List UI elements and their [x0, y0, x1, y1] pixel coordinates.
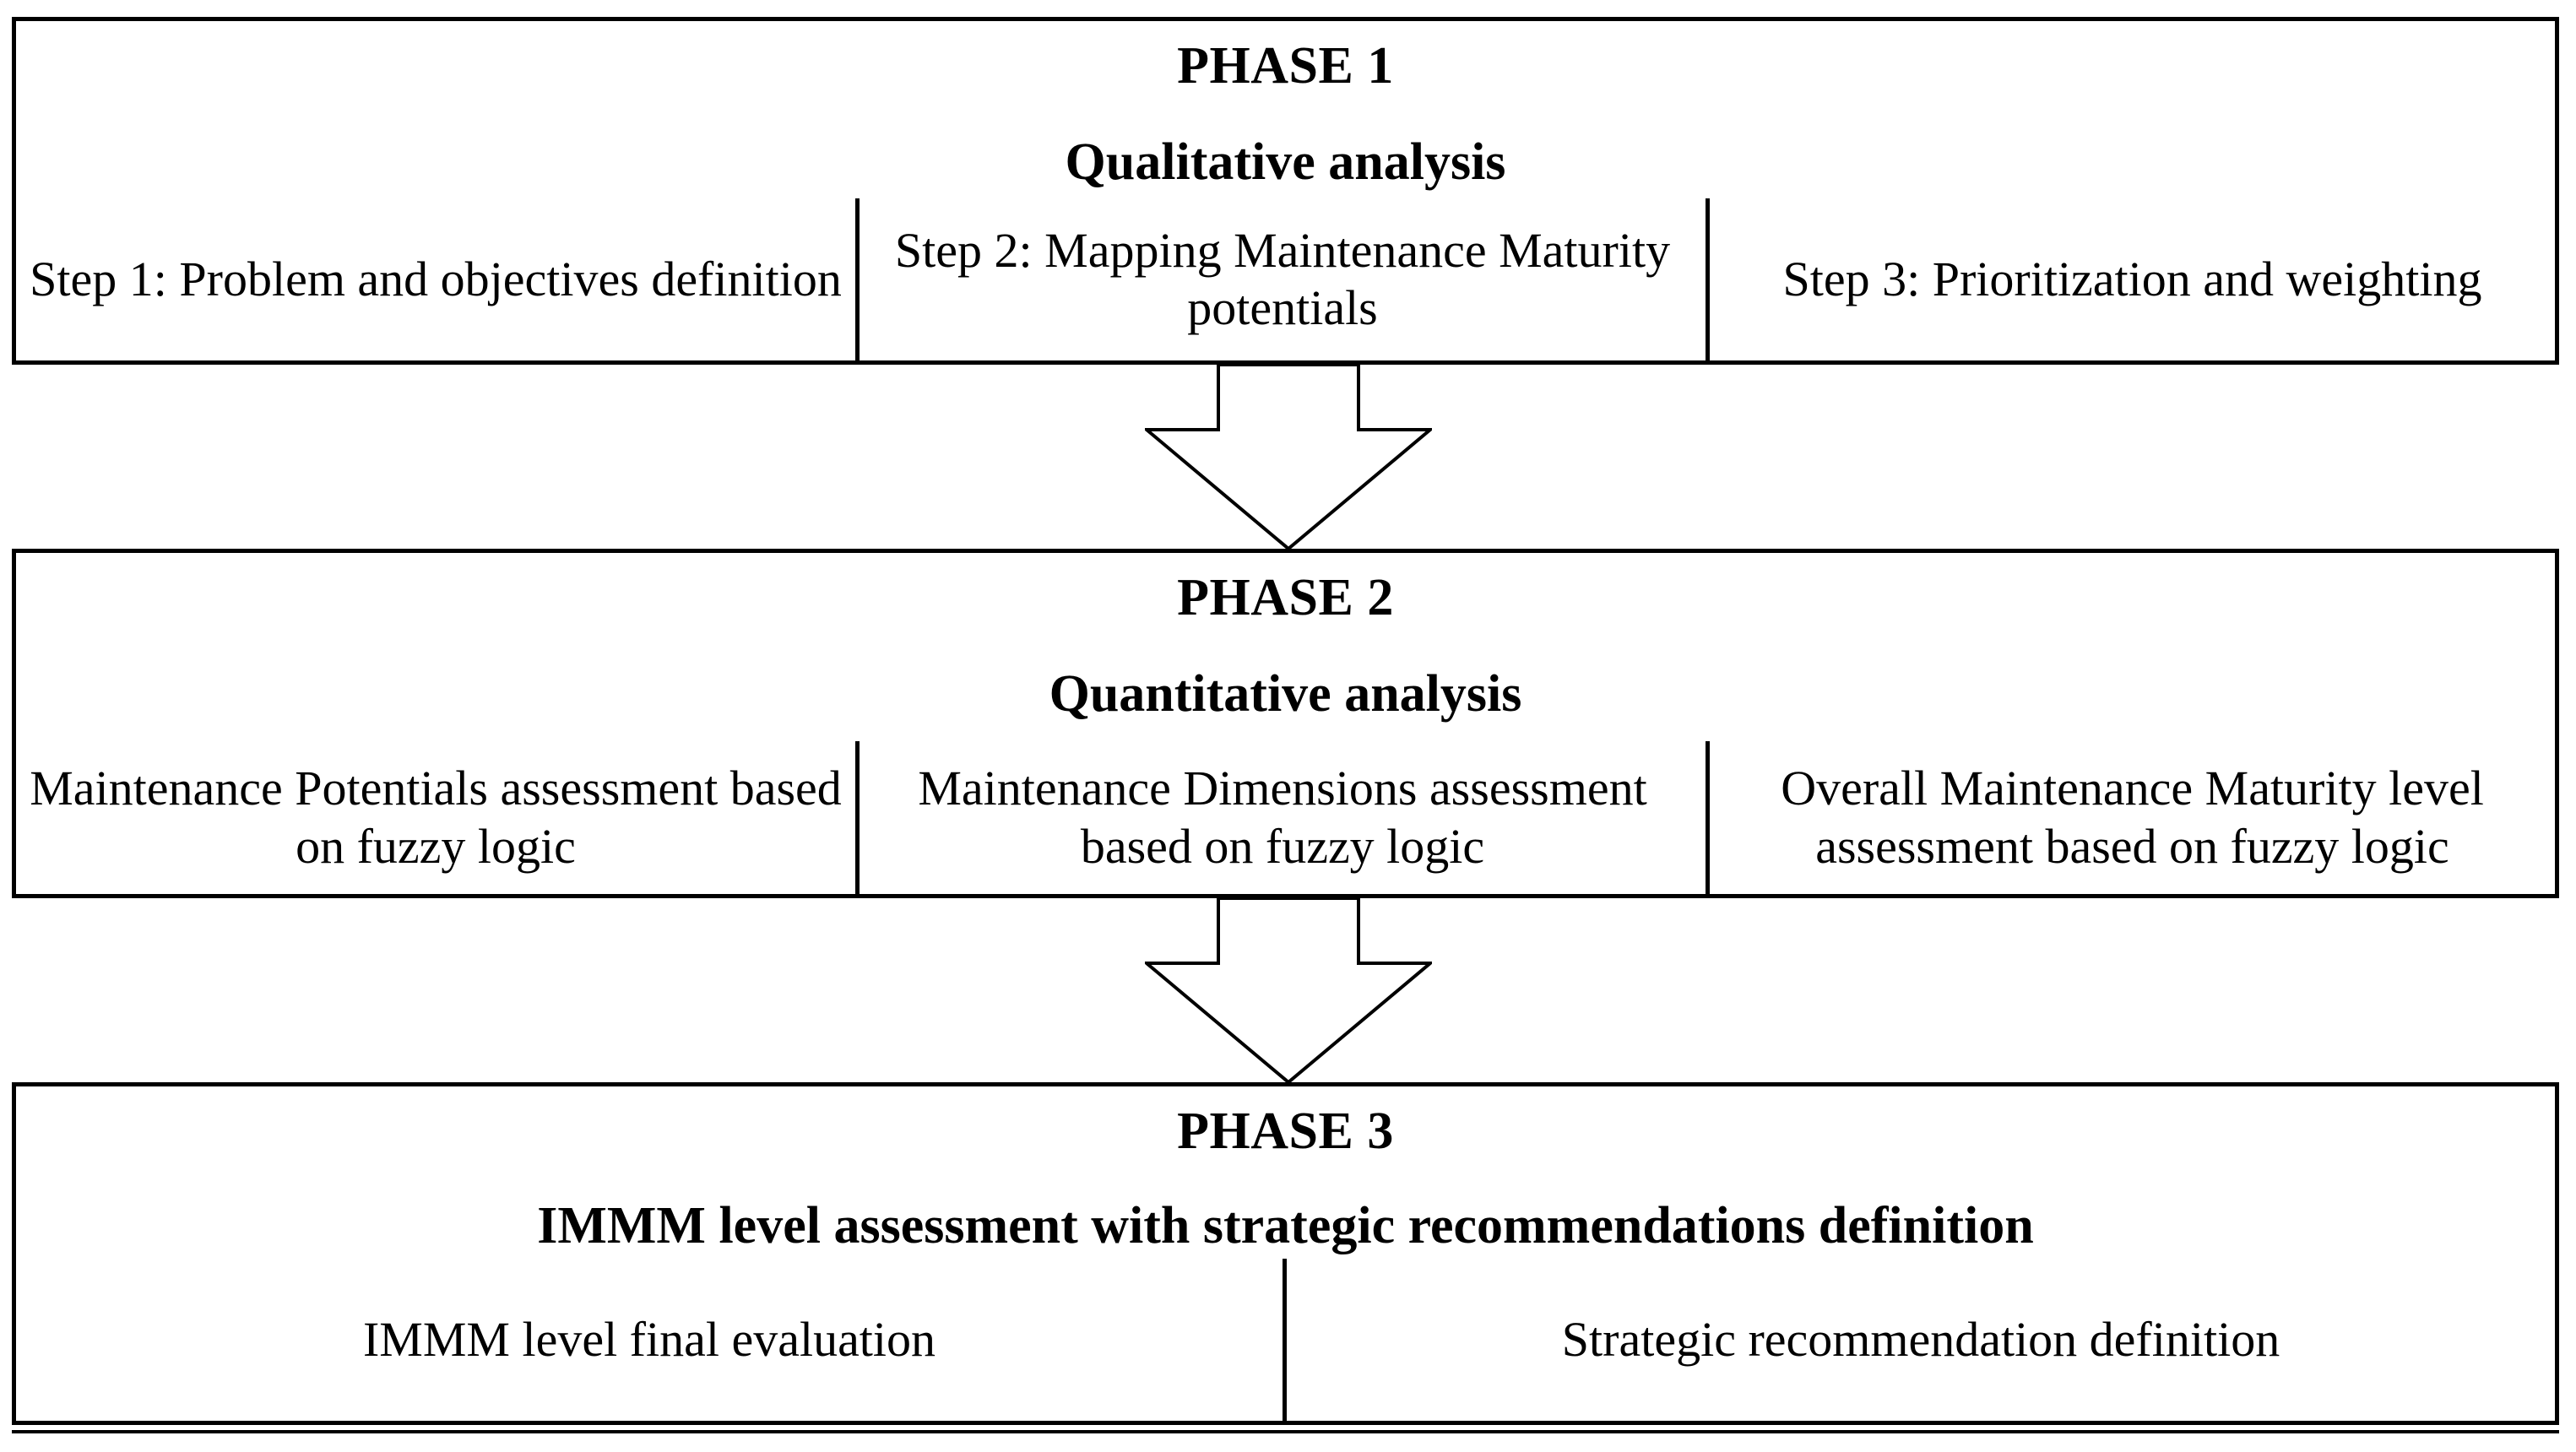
phase-2-item-2-label: Maintenance Dimensions assessment based … — [918, 761, 1647, 874]
phase-3-item-2[interactable]: Strategic recommendation definition — [1287, 1259, 2555, 1421]
phase-2-header: PHASE 2 Quantitative analysis — [16, 553, 2555, 745]
phase-2-item-2[interactable]: Maintenance Dimensions assessment based … — [860, 741, 1710, 894]
phase-1-subtitle: Qualitative analysis — [1065, 133, 1506, 191]
phase-3-subtitle: IMMM level assessment with strategic rec… — [537, 1197, 2034, 1254]
phase-1-step-3-label: Step 3: Prioritization and weighting — [1782, 251, 2482, 306]
phase-3-items-row: IMMM level final evaluation Strategic re… — [16, 1259, 2555, 1421]
phase-1-step-1[interactable]: Step 1: Problem and objectives definitio… — [16, 198, 860, 360]
arrow-phase1-to-phase2 — [1145, 365, 1432, 550]
phase-1-step-2[interactable]: Step 2: Mapping Maintenance Maturity pot… — [860, 198, 1710, 360]
phase-2-title: PHASE 2 — [1177, 569, 1394, 626]
phase-3-item-1-label: IMMM level final evaluation — [362, 1311, 936, 1367]
phase-1-step-2-label: Step 2: Mapping Maintenance Maturity pot… — [894, 222, 1671, 335]
phase-1-step-3[interactable]: Step 3: Prioritization and weighting — [1710, 198, 2555, 360]
phase-3-title: PHASE 3 — [1177, 1103, 1394, 1160]
phase-3-item-2-label: Strategic recommendation definition — [1561, 1311, 2280, 1367]
phase-3-box: PHASE 3 IMMM level assessment with strat… — [12, 1082, 2559, 1425]
phase-2-item-3-label: Overall Maintenance Maturity level asses… — [1781, 761, 2484, 874]
phase-1-step-1-label: Step 1: Problem and objectives definitio… — [30, 251, 842, 306]
bottom-rule — [12, 1430, 2559, 1433]
phase-2-box: PHASE 2 Quantitative analysis Maintenanc… — [12, 549, 2559, 898]
phase-2-item-3[interactable]: Overall Maintenance Maturity level asses… — [1710, 741, 2555, 894]
phase-2-items-row: Maintenance Potentials assessment based … — [16, 741, 2555, 894]
phase-2-subtitle: Quantitative analysis — [1049, 665, 1522, 723]
phase-1-box: PHASE 1 Qualitative analysis Step 1: Pro… — [12, 17, 2559, 365]
phase-1-steps-row: Step 1: Problem and objectives definitio… — [16, 198, 2555, 360]
phase-1-header: PHASE 1 Qualitative analysis — [16, 21, 2555, 203]
phase-3-header: PHASE 3 IMMM level assessment with strat… — [16, 1086, 2555, 1263]
phase-2-item-1-label: Maintenance Potentials assessment based … — [30, 761, 842, 874]
phase-3-item-1[interactable]: IMMM level final evaluation — [16, 1259, 1287, 1421]
down-block-arrow-icon — [1145, 898, 1432, 1084]
down-block-arrow-icon — [1145, 365, 1432, 550]
arrow-phase2-to-phase3 — [1145, 898, 1432, 1084]
phase-1-title: PHASE 1 — [1177, 37, 1394, 95]
phase-2-item-1[interactable]: Maintenance Potentials assessment based … — [16, 741, 860, 894]
